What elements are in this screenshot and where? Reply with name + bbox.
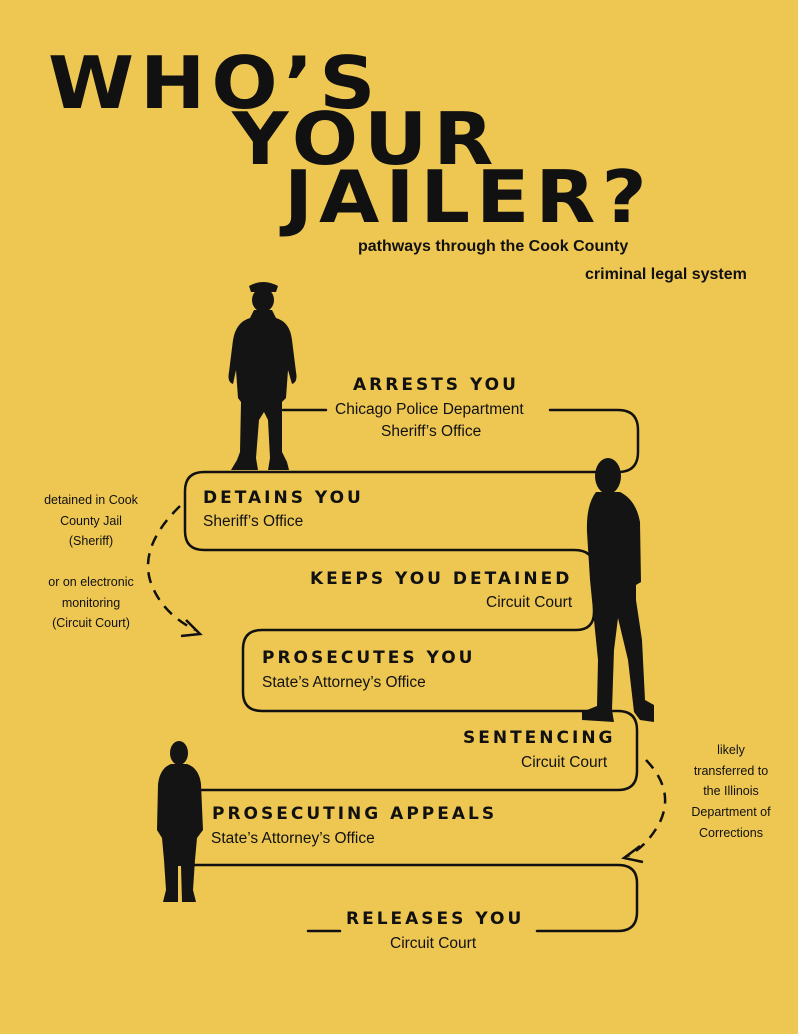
title-line-1: WHO’S <box>48 42 382 126</box>
step-agency-sheriff: Sheriff’s Office <box>203 513 304 530</box>
note-line: detained in Cook <box>44 493 138 507</box>
subtitle-line-2: criminal legal system <box>585 266 747 283</box>
step-agency-police: Chicago Police Department <box>335 401 524 418</box>
note-line: the Illinois <box>703 784 759 799</box>
step-heading-releases: RELEASES YOU <box>346 909 525 929</box>
step-agency-circuit-court: Circuit Court <box>521 754 608 771</box>
step-agency-circuit-court: Circuit Court <box>390 935 477 952</box>
detention-dashed-arrow <box>146 505 203 638</box>
step-agency-circuit-court: Circuit Court <box>486 594 573 611</box>
step-heading-detains: DETAINS YOU <box>203 488 364 508</box>
step-heading-arrests: ARRESTS YOU <box>353 375 519 395</box>
note-line: transferred to <box>693 763 769 778</box>
transfer-dashed-arrow <box>621 759 667 864</box>
note-line: likely <box>717 743 745 757</box>
step-agency-sheriff: Sheriff’s Office <box>381 423 482 440</box>
detention-note: detained in Cook County Jail (Sheriff) <box>32 490 150 552</box>
step-heading-prosecutes: PROSECUTES YOU <box>262 648 476 668</box>
step-agency-states-attorney: State’s Attorney’s Office <box>262 674 426 691</box>
man-in-suit-silhouette <box>157 741 203 902</box>
subtitle-line-1: pathways through the Cook County <box>358 238 629 255</box>
note-line: or on electronic <box>48 575 134 589</box>
step-heading-appeals: PROSECUTING APPEALS <box>212 804 498 824</box>
step-agency-states-attorney: State’s Attorney’s Office <box>211 830 375 847</box>
note-line: (Circuit Court) <box>52 616 130 631</box>
step-heading-keeps-detained: KEEPS YOU DETAINED <box>310 569 573 589</box>
title-line-3: JAILER? <box>284 156 653 240</box>
police-officer-silhouette <box>228 282 297 470</box>
monitoring-note: or on electronic monitoring (Circuit Cou… <box>32 572 150 634</box>
note-line: (Sheriff) <box>68 534 114 549</box>
note-line: monitoring <box>61 595 121 610</box>
note-line: Department of <box>691 804 771 819</box>
title-line-2: YOUR <box>232 98 500 182</box>
step-heading-sentencing: SENTENCING <box>463 728 616 748</box>
transfer-note: likely transferred to the Illinois Depar… <box>676 740 786 843</box>
note-line: Corrections <box>699 825 763 840</box>
note-line: County Jail <box>60 513 122 528</box>
standing-person-silhouette <box>582 458 654 722</box>
